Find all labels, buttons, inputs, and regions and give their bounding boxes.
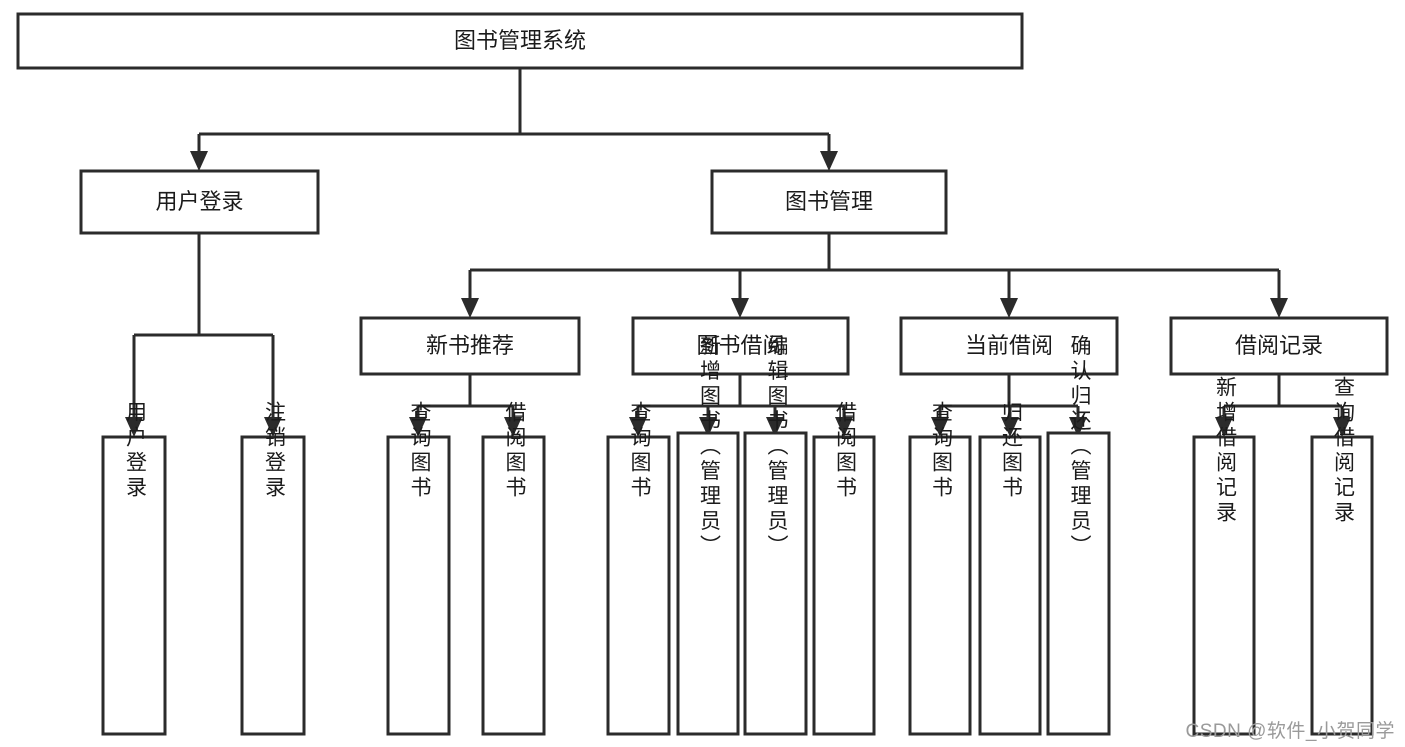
node-box[interactable]: [710, 169, 948, 235]
node-box[interactable]: [16, 12, 1024, 70]
node-box[interactable]: [1310, 435, 1374, 736]
node-leaf-3[interactable]: 借阅图书: [481, 401, 546, 736]
node-root-0[interactable]: 图书管理系统: [16, 12, 1024, 70]
node-label: 编辑图书（管理员）: [765, 335, 789, 560]
node-leaf-6[interactable]: 编辑图书（管理员）: [743, 335, 808, 736]
node-box[interactable]: [631, 316, 850, 376]
node-leaf-4[interactable]: 查询图书: [606, 401, 671, 736]
node-leaf-11[interactable]: 新增借阅记录: [1192, 376, 1256, 736]
arrow-head-icon: [1270, 298, 1288, 318]
arrow-head-icon: [461, 298, 479, 318]
node-box[interactable]: [101, 435, 167, 736]
arrow-head-icon: [820, 151, 838, 171]
node-box[interactable]: [1046, 431, 1111, 736]
node-label: 图书管理: [785, 189, 873, 214]
arrow-head-icon: [1000, 298, 1018, 318]
arrow-head-icon: [504, 417, 522, 437]
node-label: 借阅图书: [503, 401, 527, 501]
node-level2-1[interactable]: 图书管理: [710, 169, 948, 235]
boxes-layer: 图书管理系统用户登录图书管理新书推荐图书借阅当前借阅借阅记录用户登录注销登录查询…: [16, 12, 1389, 736]
arrow-head-icon: [1001, 417, 1019, 437]
node-box[interactable]: [386, 435, 451, 736]
arrow-head-icon: [264, 417, 282, 437]
node-box[interactable]: [79, 169, 320, 235]
node-leaf-0[interactable]: 用户登录: [101, 401, 167, 736]
node-box[interactable]: [743, 431, 808, 736]
node-leaf-10[interactable]: 确认归还（管理员）: [1046, 335, 1111, 736]
node-leaf-12[interactable]: 查询借阅记录: [1310, 376, 1374, 736]
node-label: 查询借阅记录: [1331, 376, 1355, 526]
node-box[interactable]: [606, 435, 671, 736]
node-label: 图书借阅: [696, 333, 784, 358]
node-label: 当前借阅: [965, 333, 1053, 358]
arrow-head-icon: [835, 417, 853, 437]
node-label: 注销登录: [262, 401, 286, 501]
node-box[interactable]: [1192, 435, 1256, 736]
arrow-head-icon: [1069, 417, 1087, 437]
arrow-head-icon: [1215, 417, 1233, 437]
node-leaf-9[interactable]: 归还图书: [978, 401, 1042, 736]
arrow-head-icon: [1333, 417, 1351, 437]
node-level3-3[interactable]: 借阅记录: [1169, 316, 1389, 376]
arrow-head-icon: [766, 417, 784, 437]
node-box[interactable]: [359, 316, 581, 376]
node-box[interactable]: [908, 435, 972, 736]
node-box[interactable]: [812, 435, 876, 736]
node-label: 查询图书: [929, 401, 953, 501]
arrow-head-icon: [629, 417, 647, 437]
connectors-layer: [125, 68, 1351, 437]
node-box[interactable]: [481, 435, 546, 736]
node-label: 图书管理系统: [454, 28, 586, 53]
arrow-head-icon: [190, 151, 208, 171]
node-level3-1[interactable]: 图书借阅: [631, 316, 850, 376]
arrow-head-icon: [731, 298, 749, 318]
node-label: 查询图书: [408, 401, 432, 501]
arrow-head-icon: [931, 417, 949, 437]
node-label: 归还图书: [999, 401, 1023, 501]
node-box[interactable]: [978, 435, 1042, 736]
node-leaf-7[interactable]: 借阅图书: [812, 401, 876, 736]
arrow-head-icon: [125, 417, 143, 437]
arrow-head-icon: [409, 417, 427, 437]
node-box[interactable]: [676, 431, 740, 736]
node-box[interactable]: [1169, 316, 1389, 376]
node-label: 确认归还（管理员）: [1068, 335, 1092, 560]
node-label: 用户登录: [155, 189, 243, 214]
node-label: 新增借阅记录: [1213, 376, 1237, 526]
node-label: 借阅图书: [833, 401, 857, 501]
node-label: 用户登录: [123, 401, 147, 501]
node-label: 新增图书（管理员）: [697, 335, 721, 560]
node-level3-2[interactable]: 当前借阅: [899, 316, 1119, 376]
node-box[interactable]: [899, 316, 1119, 376]
node-box[interactable]: [240, 435, 306, 736]
arrow-head-icon: [699, 417, 717, 437]
node-label: 查询图书: [628, 401, 652, 501]
node-leaf-2[interactable]: 查询图书: [386, 401, 451, 736]
node-leaf-1[interactable]: 注销登录: [240, 401, 306, 736]
node-leaf-5[interactable]: 新增图书（管理员）: [676, 335, 740, 736]
node-leaf-8[interactable]: 查询图书: [908, 401, 972, 736]
node-label: 新书推荐: [426, 333, 514, 358]
node-level2-0[interactable]: 用户登录: [79, 169, 320, 235]
node-label: 借阅记录: [1235, 333, 1323, 358]
node-level3-0[interactable]: 新书推荐: [359, 316, 581, 376]
